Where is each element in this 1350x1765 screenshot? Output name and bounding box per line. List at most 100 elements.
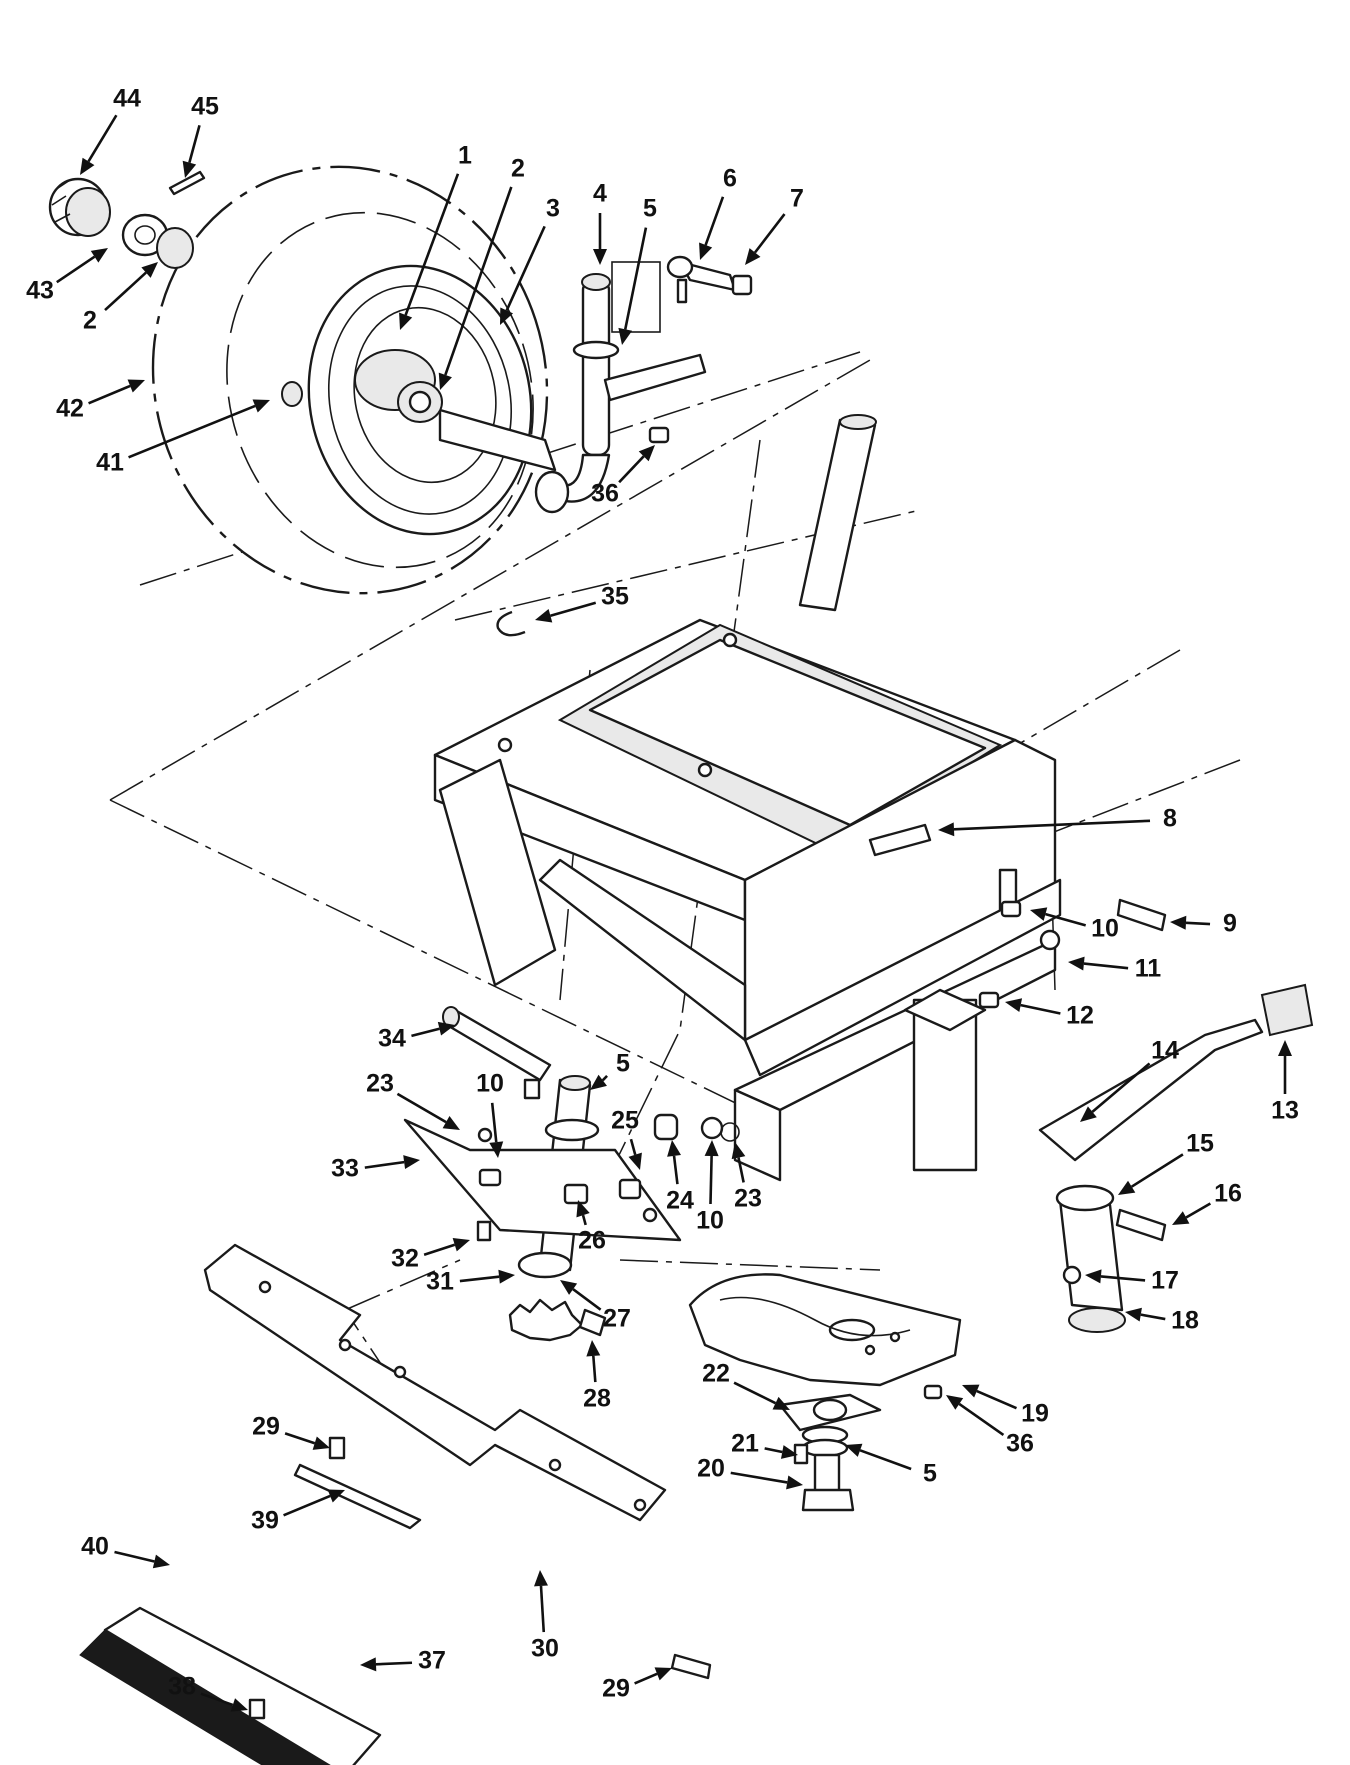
callout-c5a: 5 (618, 195, 657, 345)
callout-c32: 32 (391, 1238, 470, 1273)
leader-line (634, 1672, 658, 1685)
leader-line (284, 1432, 316, 1445)
arrowhead (699, 242, 713, 260)
callout-number: 13 (1271, 1097, 1299, 1125)
callout-number: 26 (578, 1227, 606, 1255)
callout-c2a: 2 (438, 155, 525, 390)
arrowhead (403, 1155, 420, 1170)
callout-number: 38 (168, 1673, 196, 1701)
callout-c42: 42 (56, 379, 145, 423)
callout-c25: 25 (611, 1107, 642, 1170)
bolt-21 (793, 1443, 809, 1465)
arrowhead (1068, 956, 1085, 971)
arrowhead (141, 262, 158, 278)
callout-number: 2 (83, 307, 97, 335)
axle-tube (743, 878, 1062, 1077)
leader-line (623, 227, 648, 330)
tube-34 (442, 1006, 552, 1100)
callout-c11: 11 (1068, 955, 1161, 983)
leader-line (88, 384, 131, 405)
callout-c31: 31 (426, 1268, 515, 1296)
leader-line (364, 1160, 405, 1169)
leader-line (411, 1027, 440, 1038)
arrowhead (489, 1141, 504, 1158)
bearing (156, 227, 194, 269)
callout-c37: 37 (360, 1647, 446, 1675)
callout-number: 23 (366, 1070, 394, 1098)
callout-number: 33 (331, 1155, 359, 1183)
callout-number: 36 (1006, 1430, 1034, 1458)
leader-line (1140, 1313, 1166, 1321)
bolt-8 (868, 823, 932, 857)
arrowhead (327, 1489, 345, 1503)
callout-c10a: 10 (1030, 907, 1119, 943)
callout-number: 40 (81, 1533, 109, 1561)
arrowhead (654, 1667, 672, 1681)
drag-link (1038, 1018, 1264, 1162)
callout-c16: 16 (1172, 1180, 1242, 1225)
leader-line (958, 1402, 1005, 1436)
leader-line (1020, 1003, 1061, 1015)
callout-c20: 20 (697, 1455, 803, 1490)
leader-line (444, 186, 513, 376)
callout-c9: 9 (1170, 910, 1237, 938)
callout-number: 30 (531, 1635, 559, 1663)
callout-number: 17 (1151, 1267, 1179, 1295)
king-pin (534, 261, 707, 514)
callout-c5c: 5 (845, 1443, 937, 1488)
leader-line (601, 1074, 608, 1082)
arrowhead (360, 1657, 377, 1672)
leader-line (423, 1243, 456, 1256)
leader-line (114, 1550, 155, 1563)
callout-number: 22 (702, 1360, 730, 1388)
leader-line (709, 1155, 713, 1205)
callout-number: 9 (1223, 910, 1237, 938)
leader-line (459, 1275, 500, 1283)
arrowhead (399, 312, 413, 330)
leader-line (1045, 912, 1087, 927)
arrowhead (312, 1436, 330, 1450)
valve-stem (281, 381, 303, 407)
leader-line (188, 124, 201, 163)
arrowhead (586, 1340, 601, 1357)
arrowhead (1080, 1106, 1097, 1122)
leader-line (375, 1661, 413, 1666)
bolt-29-upper (328, 1436, 346, 1460)
arrowhead (1125, 1307, 1142, 1322)
leader-line (200, 1692, 234, 1707)
front-frame (433, 618, 1061, 1182)
callout-c22: 22 (702, 1360, 790, 1410)
arrowhead (618, 327, 633, 345)
leader-line (1083, 962, 1129, 970)
leader-line (283, 1494, 331, 1517)
leader-line (104, 271, 147, 312)
leader-line (404, 173, 460, 316)
plate-39 (293, 1463, 422, 1530)
callout-number: 25 (611, 1107, 639, 1135)
arrowhead (1118, 1180, 1136, 1195)
leader-line (704, 196, 725, 246)
callout-c39: 39 (251, 1489, 345, 1535)
callout-number: 21 (731, 1430, 759, 1458)
callout-number: 7 (790, 185, 804, 213)
callout-c4: 4 (593, 180, 607, 265)
callout-number: 31 (426, 1268, 454, 1296)
callout-number: 44 (113, 85, 141, 113)
callout-number: 45 (191, 93, 219, 121)
callout-number: 6 (723, 165, 737, 193)
arrowhead (1170, 915, 1187, 930)
leader-line (976, 1389, 1018, 1410)
callout-c10b: 10 (476, 1070, 504, 1158)
callout-number: 37 (418, 1647, 446, 1675)
arrowhead (593, 249, 607, 265)
callout-c24: 24 (666, 1140, 694, 1215)
arrowhead (628, 1152, 642, 1170)
callout-c3: 3 (500, 195, 560, 325)
arrowhead (962, 1384, 980, 1398)
arrowhead (638, 445, 655, 462)
callout-c5b: 5 (590, 1050, 630, 1090)
callout-number: 1 (458, 142, 472, 170)
callout-c29b: 29 (602, 1667, 672, 1703)
callout-number: 39 (251, 1507, 279, 1535)
arrowhead (1030, 907, 1048, 921)
